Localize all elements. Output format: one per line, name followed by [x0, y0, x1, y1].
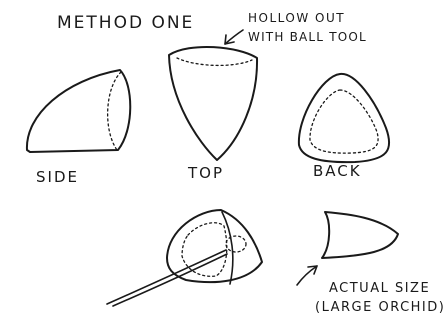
actual-size-arrow — [296, 265, 318, 286]
callout-line-1: HOLLOW OUT — [248, 11, 345, 25]
top-view-shape — [168, 45, 259, 161]
callout-line-2: WITH BALL TOOL — [248, 30, 367, 44]
side-view-shape — [25, 69, 132, 153]
actual-size-label: ACTUAL SIZE — [329, 281, 430, 296]
side-label: SIDE — [36, 168, 79, 186]
top-label: TOP — [187, 164, 224, 182]
back-label: BACK — [313, 162, 362, 180]
back-view-shape — [297, 72, 391, 164]
callout-arrow — [224, 29, 244, 45]
ball-tool-hollowing-shape — [166, 209, 263, 285]
large-orchid-label: (LARGE ORCHID) — [315, 300, 443, 315]
ball-tool-icon — [106, 249, 228, 307]
actual-size-shape — [321, 211, 399, 259]
heading: METHOD ONE — [57, 13, 194, 33]
